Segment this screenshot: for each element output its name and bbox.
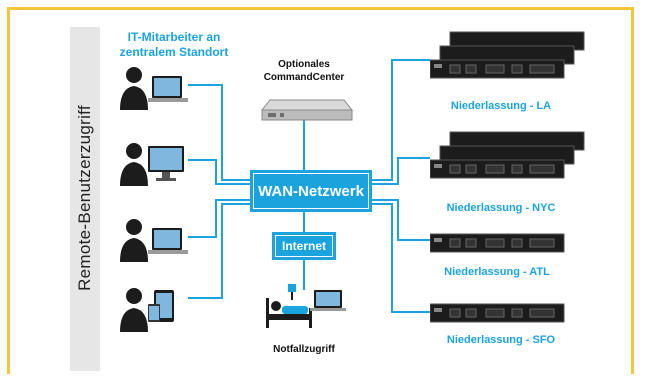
user-tablet-icon (120, 288, 174, 332)
it-staff-label-line1: IT-Mitarbeiter an (127, 30, 221, 44)
command-center-server-icon (260, 99, 354, 121)
command-center-label-line1: Optionales (278, 59, 330, 70)
branch-la-label: Niederlassung - LA (450, 100, 552, 112)
branch-nyc-devices-icon (430, 131, 585, 179)
wan-network-box: WAN-Netzwerk (250, 170, 372, 212)
emergency-label: Notfallzugriff (273, 344, 335, 355)
branch-atl-device-icon (430, 233, 565, 253)
branch-sfo-label: Niederlassung - SFO (446, 334, 556, 346)
emergency-patient-icon (266, 284, 346, 328)
it-staff-label: IT-Mitarbeiter an zentralem Standort (120, 30, 229, 60)
user-laptop-icon (120, 67, 188, 110)
branch-nyc-label: Niederlassung - NYC (446, 202, 556, 214)
user-laptop-icon-2 (120, 219, 188, 262)
branch-atl-label: Niederlassung - ATL (444, 266, 550, 278)
command-center-label-line2: CommandCenter (263, 72, 345, 83)
command-center-label: Optionales CommandCenter (264, 58, 345, 84)
it-staff-label-line2: zentralem Standort (119, 45, 229, 59)
wan-network-label: WAN-Netzwerk (258, 182, 364, 200)
branch-la-devices-icon (430, 31, 585, 79)
internet-label: Internet (281, 239, 326, 253)
branch-sfo-device-icon (430, 303, 565, 323)
diagram-frame (7, 7, 634, 374)
remote-access-sidebar (70, 27, 100, 371)
user-desktop-icon (120, 143, 184, 186)
internet-box: Internet (272, 232, 336, 260)
